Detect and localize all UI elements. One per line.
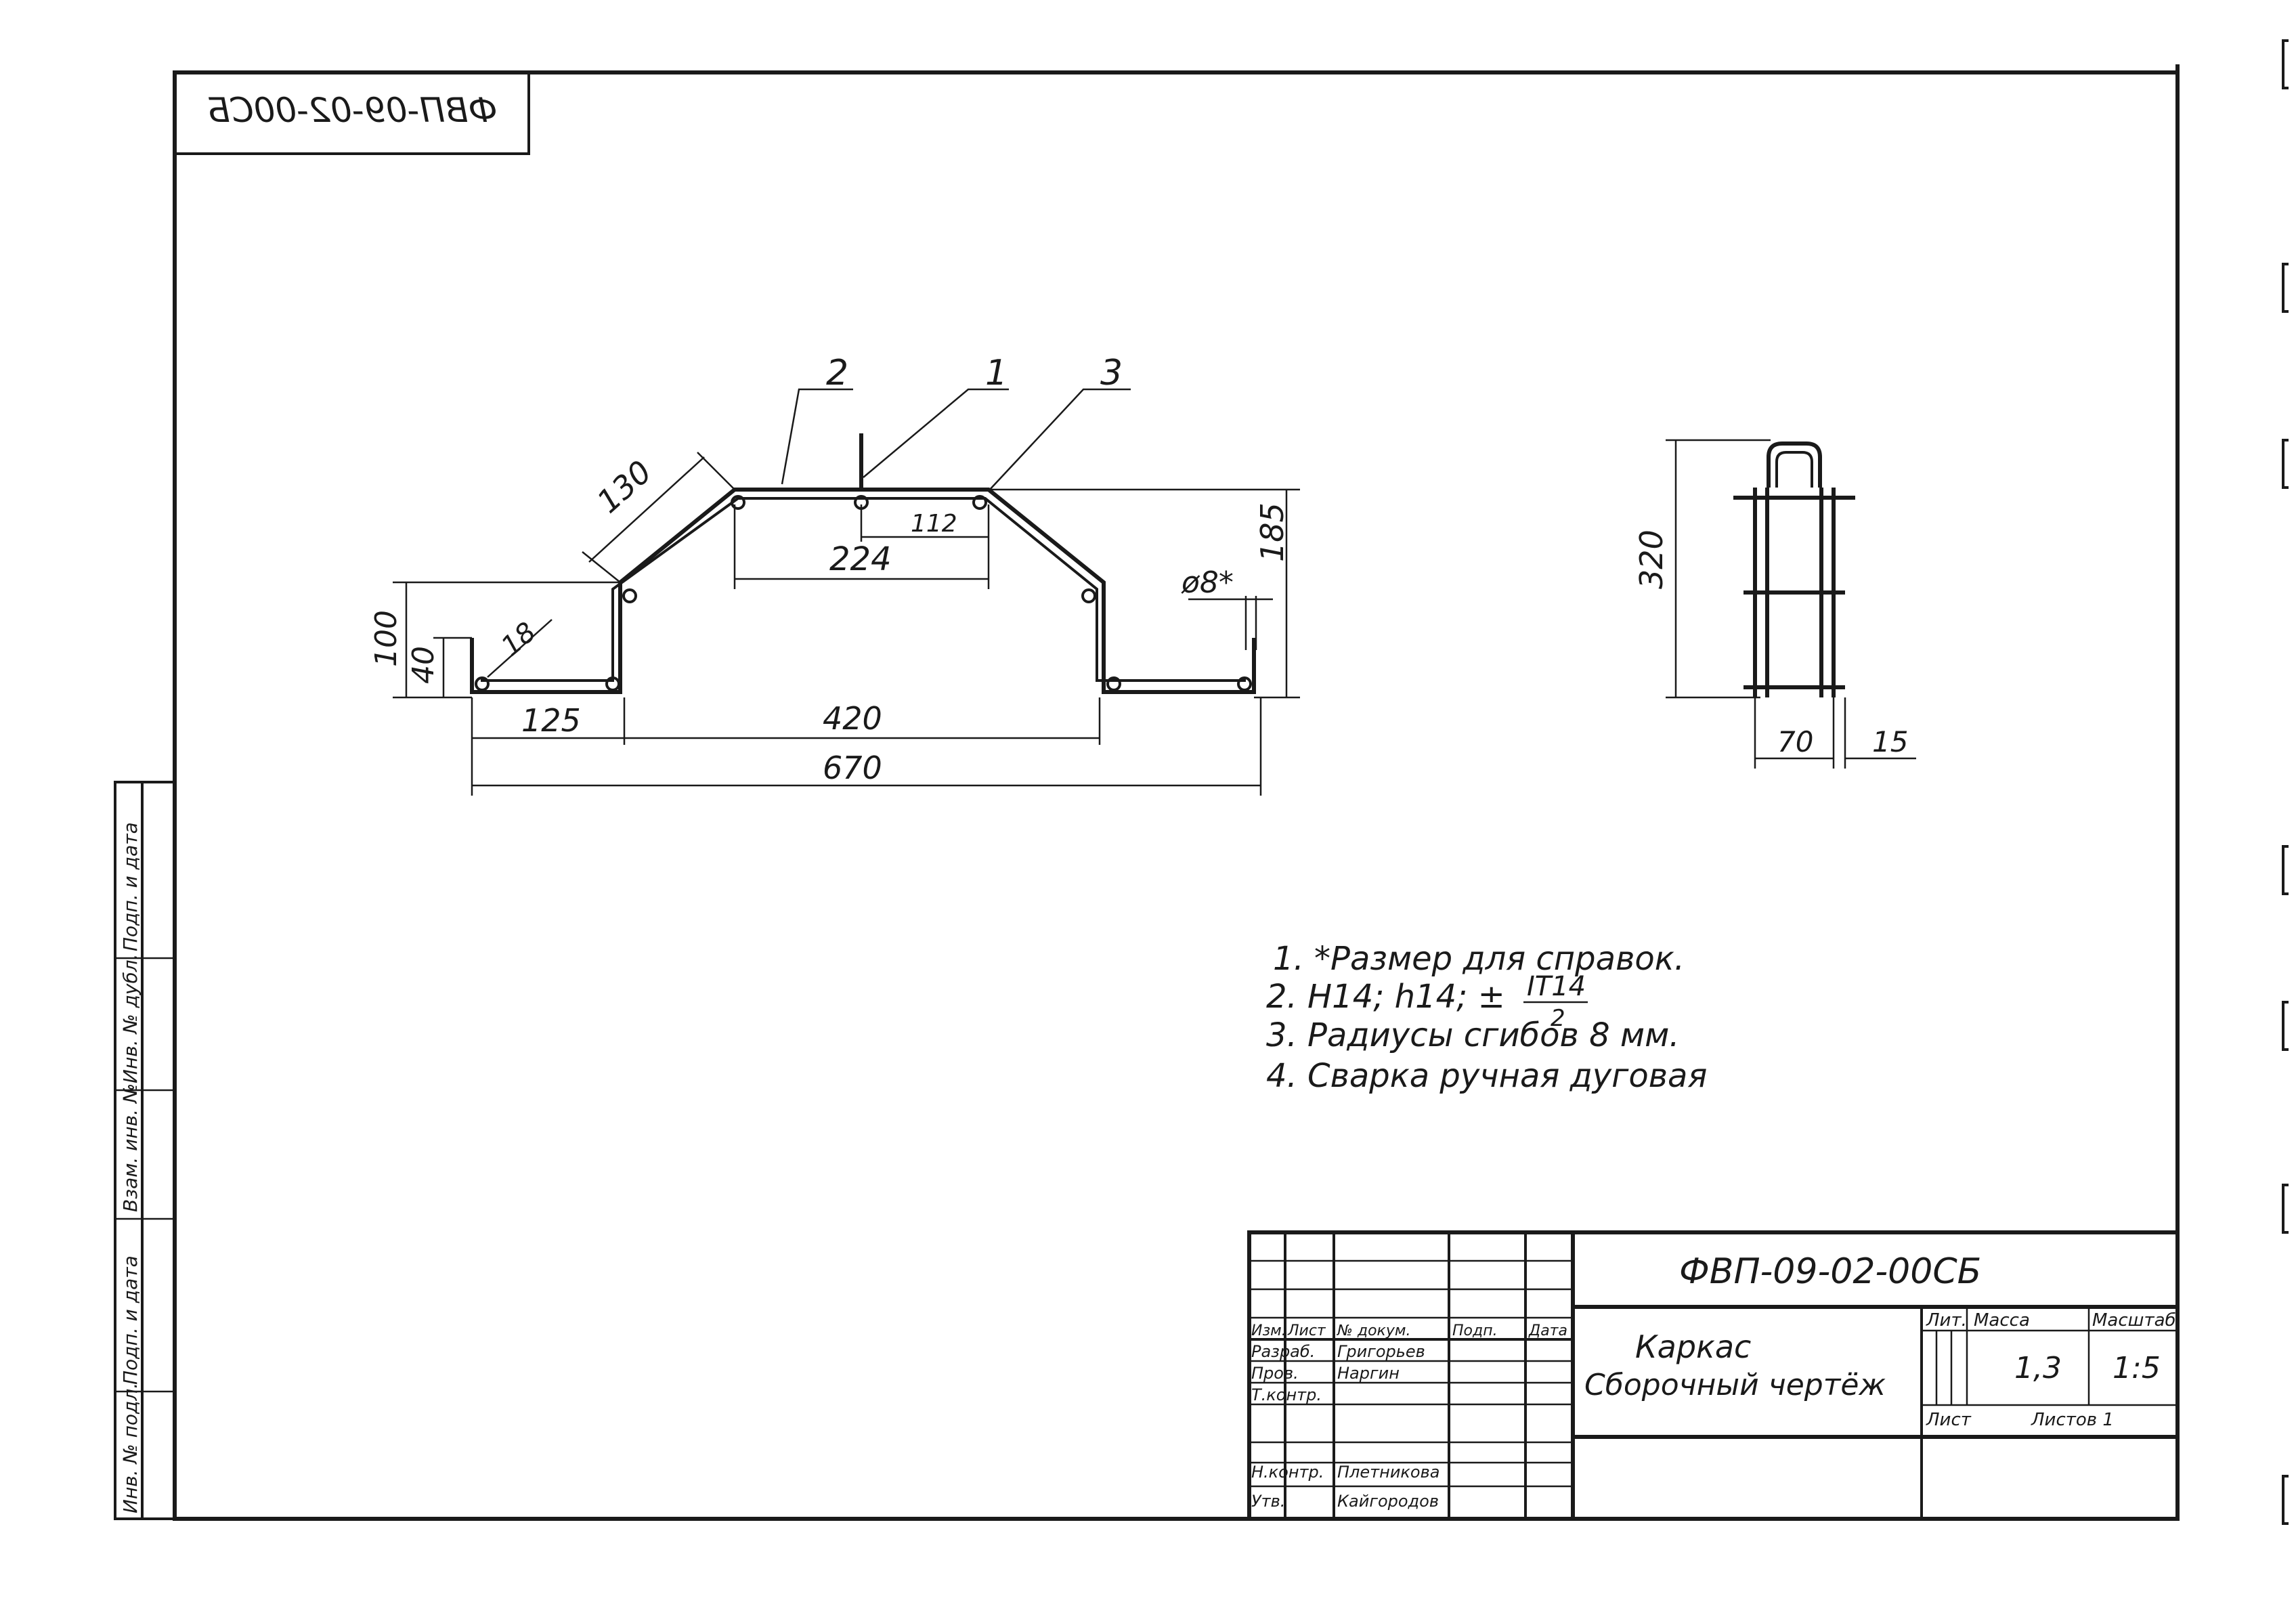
drawing-frame xyxy=(173,70,2180,1521)
stamp-podp-data-1: Подп. и дата xyxy=(119,822,142,951)
dim-224: 224 xyxy=(829,540,892,578)
front-view: 2 1 3 130 224 112 185 ø8* 100 40 xyxy=(369,353,1300,796)
dim-d8: ø8* xyxy=(1181,565,1234,600)
hdr-doc: № докум. xyxy=(1337,1322,1410,1339)
stamp-inv-podl: Инв. № подл. xyxy=(119,1383,142,1513)
tb-name-2: Сборочный чертёж xyxy=(1584,1368,1886,1402)
bar-section xyxy=(605,676,620,691)
role-nkontr: Н.контр. xyxy=(1251,1463,1324,1482)
technical-notes: 1. *Размер для справок. 2. H14; h14; ± I… xyxy=(1266,940,1707,1095)
note-3: 3. Радиусы сгибов 8 мм. xyxy=(1266,1016,1680,1054)
hdr-list: Лист xyxy=(1287,1322,1326,1339)
binding-marks xyxy=(2282,39,2289,1525)
tb-sheet-label: Лист xyxy=(1926,1410,1972,1430)
dim-185: 185 xyxy=(1254,502,1291,562)
bar-section xyxy=(475,676,490,691)
tb-name-1: Каркас xyxy=(1635,1329,1751,1365)
bar-section xyxy=(622,588,637,603)
stamp-inv-dubl: Инв. № дубл. xyxy=(119,953,142,1083)
bar-section xyxy=(1106,676,1121,691)
bar-section xyxy=(1237,676,1252,691)
title-block: Изм. Лист № докум. Подп. Дата Разраб. Гр… xyxy=(1247,1230,2180,1521)
dim-40: 40 xyxy=(406,646,441,684)
leader-2 xyxy=(781,388,853,485)
dim-420: 420 xyxy=(823,700,882,737)
role-prov: Пров. xyxy=(1251,1364,1299,1383)
callout-1: 1 xyxy=(985,353,1008,393)
note-2-fraction-top: IT14 xyxy=(1527,971,1586,1002)
tb-scale-value: 1:5 xyxy=(2113,1351,2161,1385)
callout-2: 2 xyxy=(826,353,848,393)
name-prov: Наргин xyxy=(1337,1364,1400,1383)
name-razrab: Григорьев xyxy=(1337,1342,1425,1361)
note-1: 1. *Размер для справок. xyxy=(1273,940,1685,978)
dim-670: 670 xyxy=(823,750,882,786)
rod-inner xyxy=(481,497,1246,682)
leader-3 xyxy=(988,388,1131,492)
tb-lit-label: Лит. xyxy=(1926,1310,1967,1331)
dim-15: 15 xyxy=(1872,725,1908,758)
hdr-date: Дата xyxy=(1528,1322,1567,1339)
dim-320: 320 xyxy=(1633,530,1670,589)
role-tkontr: Т.контр. xyxy=(1251,1385,1322,1404)
tb-mass-label: Масса xyxy=(1974,1310,2030,1331)
note-4: 4. Сварка ручная дуговая xyxy=(1266,1057,1707,1095)
mirrored-code-box: ФВП-09-02-00СБ xyxy=(173,71,530,155)
tb-scale-label: Масштаб xyxy=(2092,1310,2176,1331)
mirrored-code: ФВП-09-02-00СБ xyxy=(207,91,497,130)
bar-section xyxy=(972,495,987,510)
left-stamp: Подп. и дата Инв. № дубл. Взам. инв. № П… xyxy=(114,781,176,1520)
stamp-vzam-inv: Взам. инв. № xyxy=(119,1083,142,1212)
bar-section xyxy=(1081,588,1096,603)
tb-sheets-label: Листов 1 xyxy=(2031,1410,2114,1430)
side-top-loop xyxy=(1767,441,1822,488)
callout-3: 3 xyxy=(1100,353,1123,393)
dim-125: 125 xyxy=(521,702,581,739)
role-razrab: Разраб. xyxy=(1251,1342,1315,1361)
note-2: 2. H14; h14; ± xyxy=(1266,978,1505,1016)
name-utv: Кайгородов xyxy=(1337,1492,1439,1511)
role-utv: Утв. xyxy=(1251,1492,1285,1511)
hdr-izm: Изм. xyxy=(1251,1322,1286,1339)
side-top-loop-inner xyxy=(1775,451,1813,488)
dim-112: 112 xyxy=(911,510,957,538)
name-nkontr: Плетникова xyxy=(1337,1463,1439,1482)
note-2-fraction-bottom: 2 xyxy=(1551,1005,1565,1032)
side-view: 320 70 15 xyxy=(1633,439,1916,769)
tb-mass-value: 1,3 xyxy=(2014,1351,2062,1385)
tb-code: ФВП-09-02-00СБ xyxy=(1679,1251,1981,1292)
dim-130: 130 xyxy=(590,453,658,520)
hdr-sign: Подп. xyxy=(1452,1322,1498,1339)
bar-section xyxy=(731,495,745,510)
rod-outline xyxy=(470,488,1256,694)
dim-70: 70 xyxy=(1777,725,1813,758)
dim-18: 18 xyxy=(496,616,542,662)
stamp-podp-data-2: Подп. и дата xyxy=(119,1255,142,1385)
dim-100: 100 xyxy=(369,610,404,667)
leader-1 xyxy=(863,388,1009,478)
